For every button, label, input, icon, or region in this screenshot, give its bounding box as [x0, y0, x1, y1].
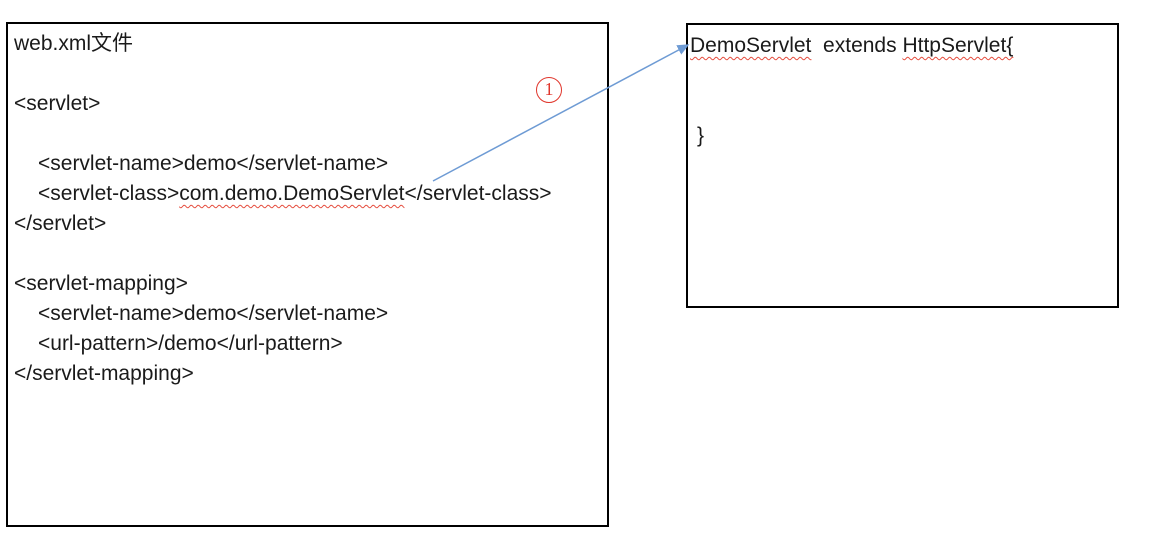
servlet-name-line: <servlet-name>demo</servlet-name> [38, 152, 389, 175]
web-xml-title: web.xml文件 [14, 32, 134, 55]
annotation-number: 1 [544, 79, 554, 99]
superclass-name: HttpServlet{ [902, 34, 1014, 57]
servlet-class-line: <servlet-class>com.demo.DemoServlet</ser… [14, 179, 603, 209]
class-name: DemoServlet [690, 34, 812, 57]
servlet-mapping-close-tag: </servlet-mapping> [14, 362, 194, 385]
servlet-close-tag: </servlet> [14, 212, 107, 235]
extends-keyword: extends [811, 34, 903, 57]
mapping-servlet-name-line: <servlet-name>demo</servlet-name> [38, 302, 389, 325]
servlet-class-close-tag: </servlet-class> [404, 182, 552, 205]
servlet-class-open-tag: <servlet-class> [38, 182, 180, 205]
servlet-class-value: com.demo.DemoServlet [179, 182, 405, 205]
url-pattern-line: <url-pattern>/demo</url-pattern> [38, 332, 343, 355]
closing-brace: } [697, 124, 705, 147]
web-xml-box: web.xml文件 <servlet> <servlet-name>demo</… [6, 22, 609, 527]
servlet-open-tag: <servlet> [14, 92, 101, 115]
servlet-mapping-open-tag: <servlet-mapping> [14, 272, 188, 295]
annotation-circled-1: 1 [536, 77, 562, 103]
class-declaration-line: DemoServlet extends HttpServlet{ [690, 31, 1113, 61]
demo-servlet-class-box: DemoServlet extends HttpServlet{ } [686, 23, 1119, 308]
